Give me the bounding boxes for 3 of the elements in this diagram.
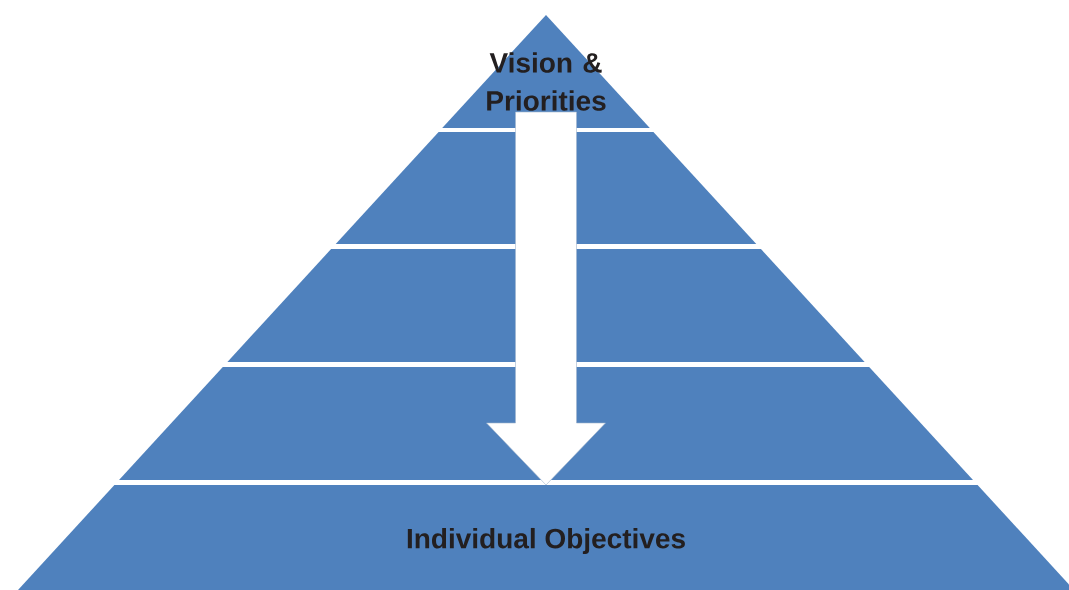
pyramid-band (119, 367, 973, 480)
block-arrow (486, 111, 606, 486)
pyramid-band: Individual Objectives (18, 485, 1069, 590)
